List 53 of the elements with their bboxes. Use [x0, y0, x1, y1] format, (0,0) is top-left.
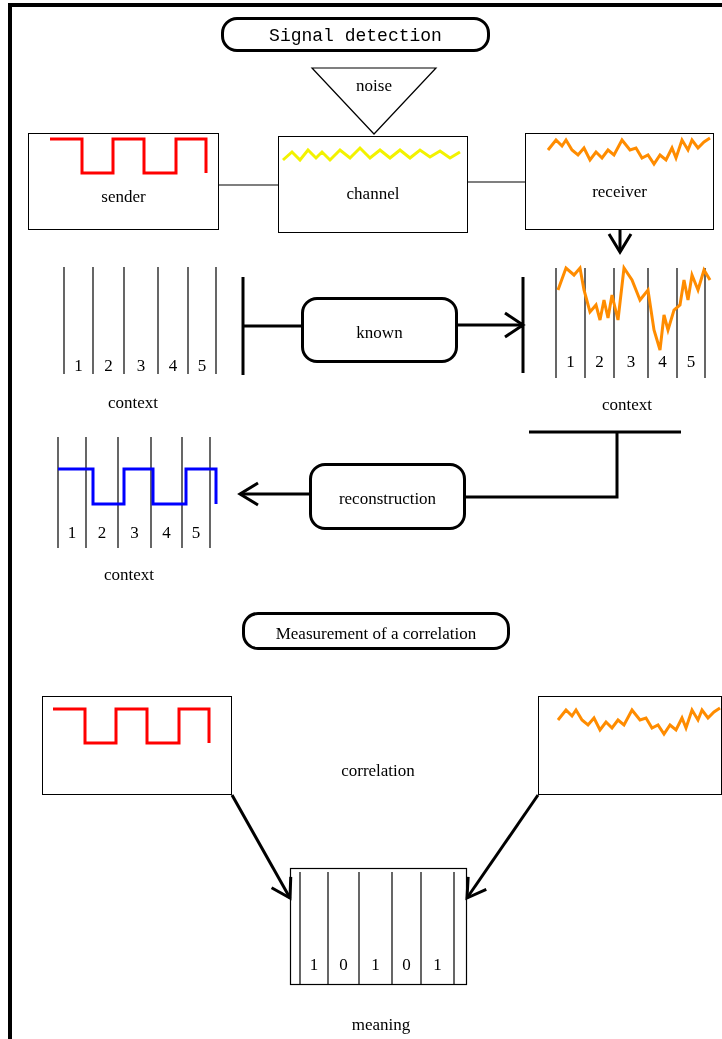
column-number: 4: [658, 352, 667, 372]
node-label: receiver: [592, 182, 647, 202]
node-label: channel: [346, 184, 400, 204]
rounded-box: [309, 463, 466, 530]
grid-caption: context: [104, 565, 154, 585]
connector-line: [465, 794, 540, 900]
node-label: known: [356, 323, 403, 343]
meaning-grid: [290, 868, 467, 985]
column-number: 0: [339, 955, 348, 975]
connector-line: [230, 794, 293, 900]
column-number: 3: [626, 352, 636, 372]
connector-line: [466, 430, 683, 499]
grid-caption: context: [108, 393, 158, 413]
column-number: 4: [168, 356, 178, 376]
column-number: 2: [97, 523, 107, 543]
connector-line: [607, 230, 633, 254]
column-number: 5: [197, 356, 207, 376]
column-number: 1: [67, 523, 77, 543]
connector-line: [467, 181, 526, 183]
heading-box: [221, 17, 490, 52]
column-number: 1: [74, 356, 83, 376]
process-box: [278, 136, 468, 233]
column-number: 1: [371, 955, 380, 975]
rounded-box: [301, 297, 458, 363]
column-number: 4: [162, 523, 171, 543]
process-box: [525, 133, 714, 230]
signal-box: [538, 696, 722, 795]
signal-box: [42, 696, 232, 795]
node-label: Measurement of a correlation: [275, 624, 477, 644]
connector-line: [241, 275, 301, 377]
node-label: noise: [356, 76, 392, 96]
connector-line: [238, 481, 309, 507]
column-number: 3: [136, 356, 146, 376]
noise-triangle: [312, 68, 436, 134]
free-label: correlation: [341, 761, 415, 781]
process-box: [28, 133, 219, 230]
column-number: 5: [686, 352, 696, 372]
grid-caption: meaning: [351, 1015, 411, 1035]
column-number: 1: [566, 352, 575, 372]
column-number: 1: [309, 955, 319, 975]
column-number: 0: [402, 955, 411, 975]
connector-line: [458, 275, 525, 375]
column-number: 2: [595, 352, 604, 372]
connector-line: [218, 184, 279, 186]
column-number: 2: [104, 356, 113, 376]
column-number: 5: [191, 523, 201, 543]
grid-caption: context: [602, 395, 652, 415]
node-label: sender: [101, 187, 146, 207]
column-number: 1: [433, 955, 442, 975]
heading-text: Signal detection: [269, 27, 442, 47]
heading-box: [242, 612, 510, 650]
node-label: reconstruction: [338, 489, 437, 509]
column-number: 3: [130, 523, 139, 543]
